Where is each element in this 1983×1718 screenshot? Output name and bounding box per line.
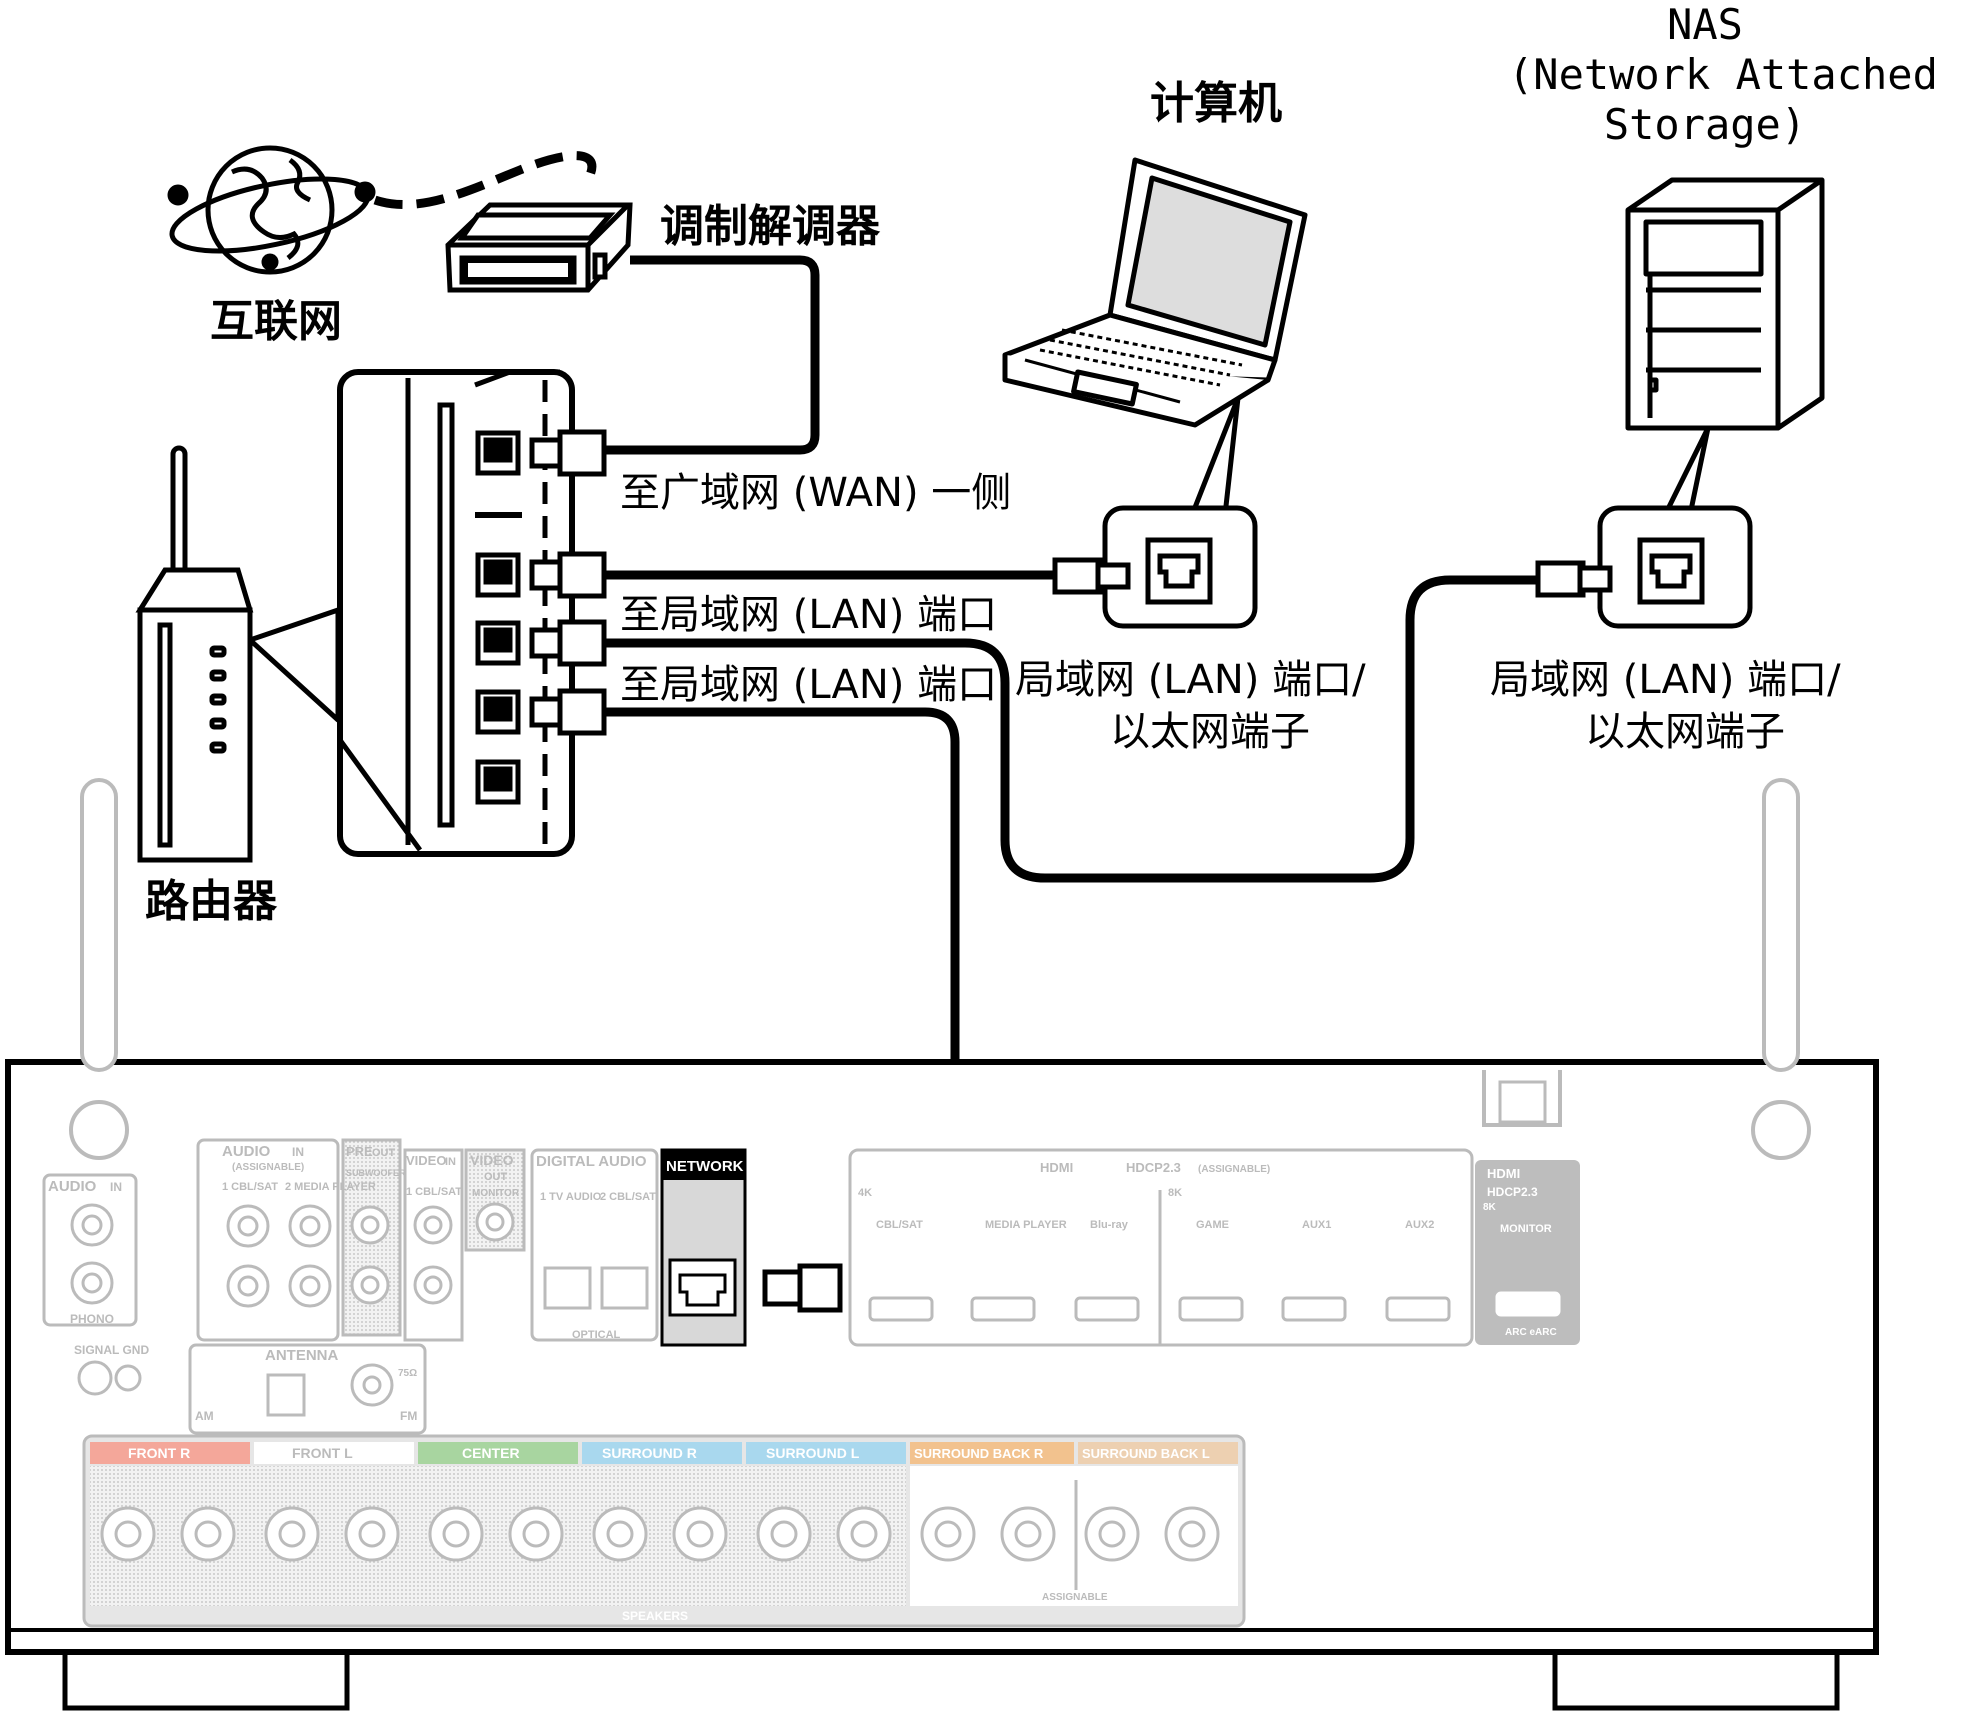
label-surround-back-r: SURROUND BACK R — [914, 1446, 1044, 1461]
label-digital-cbl-sat: 2 CBL/SAT — [600, 1191, 656, 1203]
label-subwoofer: SUBWOOFER — [346, 1168, 406, 1178]
label-hdmi-4: GAME — [1196, 1219, 1229, 1231]
label-front-l: FRONT L — [292, 1445, 353, 1461]
nas-plug — [1535, 560, 1613, 598]
label-audio-in: AUDIO — [222, 1143, 271, 1160]
computer-laptop-icon — [1002, 157, 1308, 428]
label-internet: 互联网 — [210, 296, 342, 347]
label-digital-audio: DIGITAL AUDIO — [536, 1153, 647, 1170]
label-hdmi-6: AUX2 — [1405, 1219, 1434, 1231]
receiver-plug — [762, 1263, 843, 1313]
label-nas-ethernet: 以太网端子 — [1585, 709, 1785, 755]
label-4k: 4K — [858, 1187, 872, 1199]
label-front-r: FRONT R — [128, 1445, 190, 1461]
computer-lan-callout — [1102, 397, 1258, 629]
label-hdmi-out-8k: 8K — [1483, 1202, 1497, 1213]
label-pre-out: PRE — [346, 1144, 373, 1159]
label-to-wan: 至广域网 (WAN) 一侧 — [620, 470, 1012, 516]
label-center: CENTER — [462, 1445, 520, 1461]
panel-network-port — [660, 1148, 747, 1347]
label-fm: FM — [400, 1409, 417, 1423]
panel-hdmi-in — [848, 1148, 1474, 1347]
label-signal-gnd: SIGNAL GND — [74, 1343, 149, 1357]
label-nas-line2: (Network Attached — [1508, 50, 1938, 99]
label-audio-assignable: (ASSIGNABLE) — [232, 1162, 304, 1173]
label-surround-back-l: SURROUND BACK L — [1082, 1446, 1210, 1461]
label-8k: 8K — [1168, 1187, 1182, 1199]
speaker-terminals — [100, 1480, 1220, 1590]
label-video-out: VIDEO — [470, 1152, 514, 1168]
panel-silkscreen-text: AUDIO IN PHONO SIGNAL GND AUDIO IN (ASSI… — [48, 1143, 1557, 1623]
label-audio-cbl-sat: 1 CBL/SAT — [222, 1181, 278, 1193]
label-hdmi-monitor: MONITOR — [1500, 1223, 1552, 1235]
panel-digital-audio — [530, 1148, 659, 1342]
label-antenna: ANTENNA — [265, 1347, 338, 1364]
label-speakers: SPEAKERS — [622, 1609, 688, 1623]
cable-modem-wan — [605, 255, 820, 455]
modem-icon — [445, 202, 633, 293]
router-ethernet-ports — [475, 430, 521, 805]
internet-globe-icon — [167, 145, 376, 275]
label-nas-line3: Storage) — [1603, 100, 1807, 149]
label-computer: 计算机 — [1150, 78, 1282, 129]
label-video-monitor: MONITOR — [472, 1188, 520, 1199]
panel-hdmi-out — [1475, 1160, 1580, 1345]
label-router: 路由器 — [145, 876, 277, 927]
label-optical: OPTICAL — [572, 1329, 621, 1341]
label-nas-title: NAS — [1667, 0, 1743, 49]
label-in-audio: IN — [292, 1145, 304, 1159]
label-speakers-assignable: ASSIGNABLE — [1042, 1592, 1108, 1603]
label-ohm: 75Ω — [398, 1368, 417, 1379]
label-audio-in-left: AUDIO — [48, 1178, 97, 1195]
label-arc: ARC eARC — [1505, 1327, 1557, 1338]
label-tv-audio: 1 TV AUDIO — [540, 1191, 602, 1203]
label-hdmi-assignable: (ASSIGNABLE) — [1198, 1164, 1270, 1175]
label-to-lan-1: 至局域网 (LAN) 端口 — [620, 592, 998, 638]
cable-router-nas — [605, 575, 1538, 883]
panel-audio-in-phono — [42, 1173, 142, 1396]
label-am: AM — [195, 1409, 214, 1423]
label-phono: PHONO — [70, 1312, 114, 1326]
label-hdmi-3: Blu-ray — [1090, 1219, 1129, 1231]
label-surround-r: SURROUND R — [602, 1445, 697, 1461]
label-hdmi-2: MEDIA PLAYER — [985, 1219, 1067, 1231]
label-network: NETWORK — [666, 1158, 744, 1175]
label-video-in: VIDEO — [406, 1153, 446, 1168]
label-to-lan-2: 至局域网 (LAN) 端口 — [620, 662, 998, 708]
label-pc-ethernet: 以太网端子 — [1110, 709, 1310, 755]
nas-lan-callout — [1597, 426, 1753, 629]
label-pc-lan-port: 局域网 (LAN) 端口/ — [1015, 657, 1366, 703]
label-modem: 调制解调器 — [660, 201, 880, 252]
label-video-out-out: OUT — [484, 1171, 508, 1183]
label-hdmi-hdcp: HDCP2.3 — [1126, 1160, 1181, 1175]
label-hdmi-5: AUX1 — [1302, 1219, 1331, 1231]
computer-plug — [1052, 557, 1131, 595]
internet-link-dashed — [373, 151, 597, 210]
label-hdmi-out: HDMI — [1487, 1166, 1520, 1181]
label-hdmi-1: CBL/SAT — [876, 1219, 923, 1231]
label-video-cbl-sat: 1 CBL/SAT — [406, 1186, 462, 1198]
panel-audio-in-block — [196, 1138, 526, 1342]
panel-antenna — [188, 1343, 427, 1435]
router-device-icon — [135, 445, 254, 863]
label-hdmi-in: HDMI — [1040, 1160, 1073, 1175]
router-callout-pointer — [247, 607, 341, 723]
label-surround-l: SURROUND L — [766, 1445, 860, 1461]
label-video-in-in: IN — [445, 1156, 456, 1168]
label-hdmi-out-hdcp: HDCP2.3 — [1487, 1185, 1538, 1199]
label-audio-media-player: 2 MEDIA PLAYER — [285, 1181, 376, 1193]
label-pre-out-out: OUT — [372, 1147, 396, 1159]
nas-storage-icon — [1625, 177, 1825, 431]
router-plugs — [529, 429, 607, 736]
label-nas-lan-port: 局域网 (LAN) 端口/ — [1490, 657, 1841, 703]
label-in-phono: IN — [110, 1180, 122, 1194]
